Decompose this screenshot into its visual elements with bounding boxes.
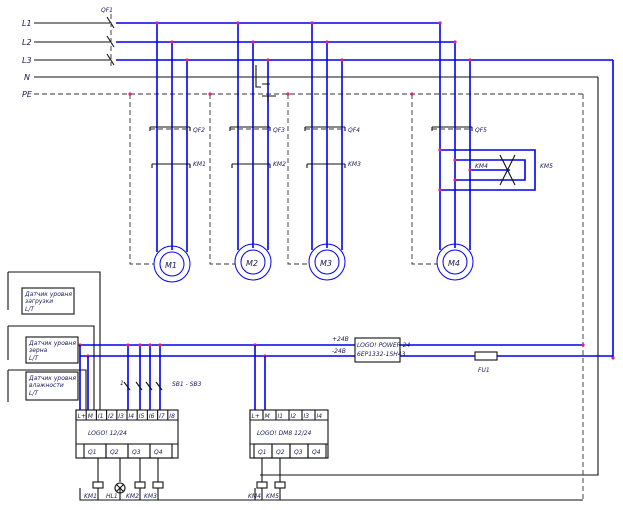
load-main-coil-km3: [152, 481, 164, 489]
logo-dm8-title: LOGO! DM8 12/24: [257, 430, 312, 437]
sensor-box-grain: [25, 336, 79, 364]
breaker-label-qf4: QF4: [348, 127, 360, 134]
contactor-label-km2: KM2: [273, 161, 286, 168]
motor-branch-3: QF4 KM3 M3: [286, 21, 361, 281]
bus-label-pe: PE: [22, 90, 33, 99]
bus-label-n: N: [24, 73, 30, 82]
sensor-load-line1: Датчик уровня: [24, 291, 72, 298]
motor-branch-2: QF3 KM2 M2: [208, 21, 286, 281]
load-main-label-hl1: HL1: [106, 493, 118, 500]
sensor-grain-line2: зерна: [29, 347, 48, 354]
logo-dm8-module: LOGO! DM8 12/24 L+ M I1 I2 I3 I4 Q1 Q2 Q3 Q4: [249, 409, 329, 459]
contactor-label-km5: KM5: [540, 163, 553, 170]
breaker-label-qf3: QF3: [273, 127, 285, 134]
rail-plus-label: +24В: [332, 336, 349, 343]
sensor-moisture-line2: влажности: [29, 382, 64, 389]
logo-main-terminal-l: L+: [78, 413, 86, 420]
sensor-grain-line3: L/T: [29, 355, 39, 362]
contactor-label-km3: KM3: [348, 161, 361, 168]
logo-main-terminal-i2: I2: [108, 413, 114, 420]
logo-dm-terminal-m: M: [265, 413, 271, 420]
power-supply-box: [354, 337, 401, 363]
logo-dm-output-q1: Q1: [258, 449, 267, 456]
logo-dm-output-q2: Q2: [276, 449, 285, 456]
sensor-box-moisture: [25, 371, 79, 401]
logo-dm-terminal-i4: I4: [317, 413, 323, 420]
logo-main-terminal-i7: I7: [159, 413, 165, 420]
motor-branch-1: QF2 KM1 M1: [128, 21, 206, 283]
logo-dm-terminal-l: L+: [252, 413, 260, 420]
switch-group-sb: 1 SB1 - SB3: [120, 343, 202, 410]
fuse-fu1: [474, 351, 498, 361]
bus-label-l3: L3: [22, 56, 32, 65]
switch-mark: 1: [120, 380, 124, 387]
logo-dm-output-q3: Q3: [294, 449, 303, 456]
motor-m4: [436, 243, 474, 281]
motor-label-m1: M1: [165, 261, 177, 270]
load-dm-coil-km4: [256, 481, 268, 489]
load-main-coil-km2: [134, 481, 146, 489]
load-main-label-km1: KM1: [84, 493, 97, 500]
logo-main-terminal-i1: I1: [98, 413, 104, 420]
logo-main-terminal-i3: I3: [118, 413, 124, 420]
logo-main-terminal-i5: I5: [139, 413, 145, 420]
sensor-group: Датчик уровня загрузки L/T Датчик уровня…: [7, 271, 101, 402]
contactor-label-km4: KM4: [475, 163, 488, 170]
load-dm-label-km4: KM4: [248, 493, 261, 500]
output-loads: KM1 HL1 KM2 KM3 KM4 KM5: [79, 458, 583, 501]
sensor-grain-line1: Датчик уровня: [28, 340, 76, 347]
logo-main-output-q1: Q1: [88, 449, 97, 456]
breaker-label-qf5: QF5: [475, 127, 487, 134]
sensor-moisture-line3: L/T: [29, 390, 39, 397]
logo-main-terminal-m: M: [88, 413, 94, 420]
sensor-load-line3: L/T: [25, 306, 35, 313]
sensor-moisture-line1: Датчик уровня: [28, 375, 76, 382]
logo-dm-terminal-i1: I1: [278, 413, 284, 420]
switch-group-label: SB1 - SB3: [172, 381, 202, 388]
logo-main-terminal-i4: I4: [129, 413, 135, 420]
bus-bars: L1 L2 L3 N PE QF1: [22, 7, 613, 99]
load-dm-label-km5: KM5: [266, 493, 279, 500]
logo-main-output-q2: Q2: [110, 449, 119, 456]
breaker-label-qf2: QF2: [193, 127, 205, 134]
sensor-load-line2: загрузки: [25, 298, 53, 305]
logo-main-output-q3: Q3: [132, 449, 141, 456]
motor-m2: [234, 243, 272, 281]
logo-main-output-q4: Q4: [154, 449, 163, 456]
logo-dm-output-q4: Q4: [312, 449, 321, 456]
breaker-label-qf1: QF1: [101, 7, 113, 14]
logo-main-title: LOGO! 12/24: [88, 430, 127, 437]
motor-label-m4: M4: [448, 259, 460, 268]
logo-dm-terminal-i2: I2: [291, 413, 297, 420]
power-supply-line2: 6EP1332-1SH43: [357, 351, 406, 358]
motor-m3: [308, 243, 346, 281]
logo-main-terminal-i6: I6: [149, 413, 155, 420]
load-dm-coil-km5: [274, 481, 286, 489]
fuse-label: FU1: [478, 367, 490, 374]
sensor-box-load: [21, 287, 75, 315]
load-main-label-km3: KM3: [144, 493, 157, 500]
bus-label-l2: L2: [22, 38, 32, 47]
contactor-label-km1: KM1: [193, 161, 206, 168]
logo-main-module: LOGO! 12/24 L+M I1 I2 I3 I4 I5 I6 I7 I8 Q1 Q2 Q3 Q4: [75, 409, 179, 459]
rail-minus-label: -24В: [332, 348, 346, 355]
motor-label-m2: M2: [246, 259, 258, 268]
logo-main-terminal-i8: I8: [169, 413, 175, 420]
motor-label-m3: M3: [320, 259, 332, 268]
load-main-coil-km1: [92, 481, 104, 489]
load-main-label-km2: KM2: [126, 493, 139, 500]
bus-label-l1: L1: [22, 19, 32, 28]
power-supply-line1: LOGO! POWER 24: [357, 342, 411, 349]
logo-dm-terminal-i3: I3: [304, 413, 310, 420]
power-24v: +24В -24В LOGO! POWER 24 6EP1332-1SH43 F…: [78, 336, 613, 374]
motor-branch-4: QF5 KM4 KM5 M4: [410, 21, 553, 281]
